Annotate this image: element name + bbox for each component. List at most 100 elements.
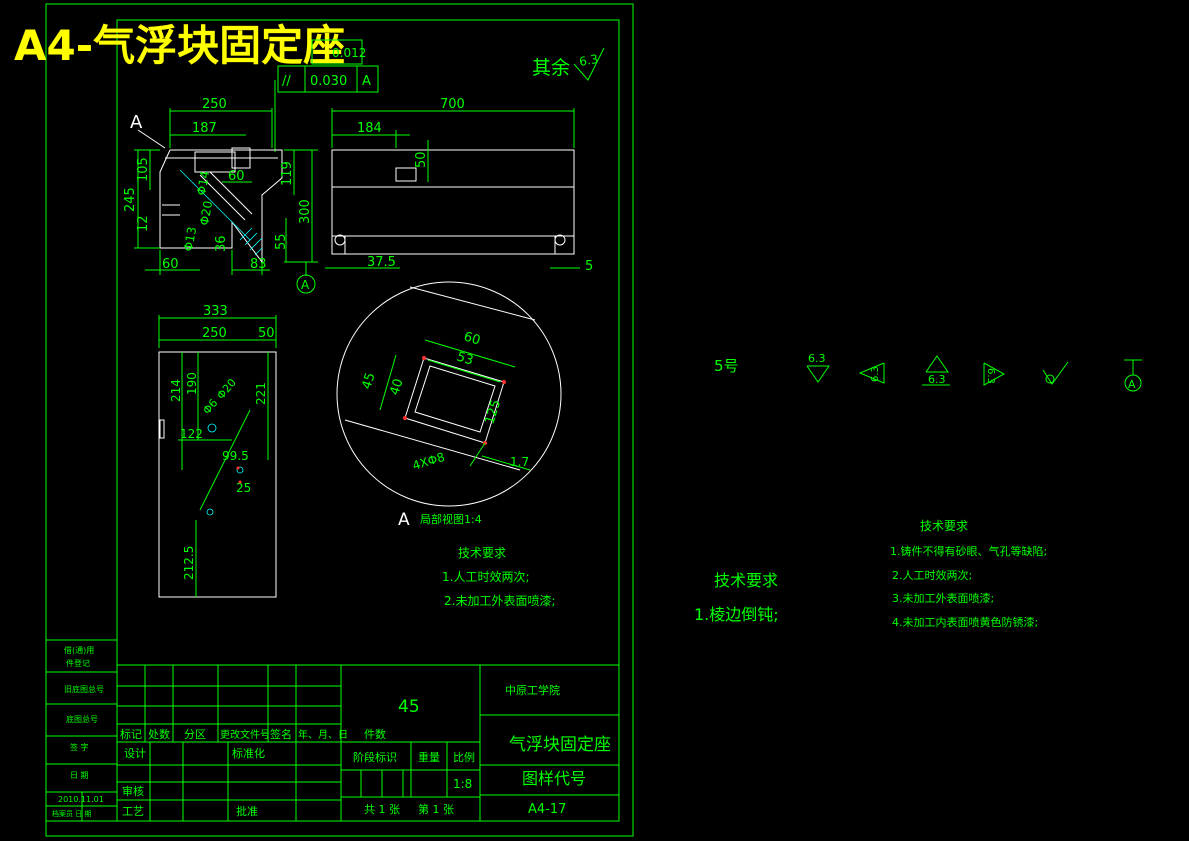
svg-text:12: 12: [136, 215, 151, 232]
svg-text:设计: 设计: [124, 747, 146, 760]
svg-text:局部视图1:4: 局部视图1:4: [420, 512, 482, 526]
svg-text:40: 40: [387, 377, 406, 397]
svg-text:250: 250: [202, 326, 227, 341]
svg-text:119: 119: [280, 161, 295, 186]
svg-text:187: 187: [192, 121, 217, 136]
svg-text:6.3: 6.3: [985, 368, 996, 384]
svg-text:125: 125: [482, 398, 504, 426]
svg-text:221: 221: [254, 382, 268, 405]
svg-text:技术要求: 技术要求: [920, 519, 968, 533]
svg-text:Φ6: Φ6: [200, 397, 220, 417]
svg-text:0.030: 0.030: [310, 74, 347, 89]
roughness-symbol-left: 6.3: [858, 362, 885, 384]
svg-text:重量: 重量: [418, 750, 440, 764]
svg-text:图样代号: 图样代号: [522, 769, 586, 788]
svg-text:50: 50: [414, 151, 429, 168]
svg-text:45: 45: [359, 371, 378, 391]
svg-text:45: 45: [398, 697, 420, 717]
svg-text:更改文件号: 更改文件号: [220, 728, 270, 741]
svg-text://: //: [282, 74, 291, 89]
svg-text:分区: 分区: [184, 728, 206, 741]
svg-text:Φ13: Φ13: [181, 226, 199, 253]
title-block: 45 中原工学院 气浮块固定座 图样代号 A4-17 标记 处数 分区 更改文件…: [117, 664, 619, 821]
svg-text:245: 245: [123, 187, 138, 212]
svg-text:333: 333: [203, 304, 228, 319]
svg-text:184: 184: [357, 121, 382, 136]
svg-text:工艺: 工艺: [122, 805, 144, 818]
tolerance-frame: // 0.030 A 0.012: [274, 39, 379, 152]
roughness-symbol-right: 6.3: [983, 362, 1006, 386]
svg-text:年、月、日: 年、月、日: [298, 728, 348, 741]
svg-text:件登记: 件登记: [66, 658, 90, 668]
svg-text:25: 25: [236, 481, 251, 495]
svg-text:214: 214: [169, 379, 183, 402]
svg-text:5号: 5号: [714, 357, 739, 375]
svg-text:A: A: [1128, 378, 1136, 391]
svg-text:标记: 标记: [120, 727, 142, 741]
top-view: 700 184 50 37.5 5: [325, 97, 593, 274]
svg-text:0.012: 0.012: [332, 46, 366, 60]
svg-text:A: A: [130, 112, 143, 133]
svg-text:36: 36: [214, 235, 229, 252]
svg-text:旧底图总号: 旧底图总号: [64, 684, 104, 694]
svg-text:技术要求: 技术要求: [458, 546, 506, 560]
svg-text:122: 122: [180, 427, 203, 441]
symbol-legend: 5号 6.3 6.3 6.3 6.3 A: [714, 352, 1142, 392]
svg-text:气浮块固定座: 气浮块固定座: [509, 735, 611, 755]
outer-frame: [45, 3, 634, 837]
datum-symbol: A: [1124, 359, 1142, 392]
svg-text:1.铸件不得有砂眼、气孔等缺陷;: 1.铸件不得有砂眼、气孔等缺陷;: [890, 544, 1047, 558]
svg-text:1.人工时效两次;: 1.人工时效两次;: [442, 569, 530, 584]
svg-text:A4-17: A4-17: [528, 802, 566, 817]
detail-view: 60 53 45 40 125 4XΦ8 1.7 A 局部视图1:4: [336, 281, 562, 530]
svg-text:签名: 签名: [270, 727, 292, 741]
front-view: 250 187 245 105 12 119 300 55 60 36 83 6…: [123, 97, 318, 294]
svg-text:签 字: 签 字: [70, 742, 89, 752]
svg-text:1.7: 1.7: [510, 455, 529, 469]
svg-text:日 期: 日 期: [70, 771, 89, 780]
svg-text:其余: 其余: [532, 57, 570, 79]
svg-text:6.3: 6.3: [808, 352, 826, 365]
svg-text:60: 60: [462, 329, 482, 348]
svg-text:1.棱边倒钝;: 1.棱边倒钝;: [694, 605, 779, 624]
svg-text:6.3: 6.3: [578, 52, 599, 69]
svg-text:A: A: [398, 510, 410, 530]
svg-text:2.人工时效两次;: 2.人工时效两次;: [892, 568, 972, 582]
svg-text:第 1 张: 第 1 张: [418, 802, 454, 816]
svg-text:A: A: [362, 74, 371, 89]
svg-text:6.3: 6.3: [928, 373, 946, 386]
surface-roughness-note: 其余 6.3: [532, 47, 605, 81]
svg-text:共 1 张: 共 1 张: [364, 803, 400, 816]
svg-text:55: 55: [274, 233, 289, 250]
left-record-strip: 借(通)用 件登记 旧底图总号 底图总号 签 字 日 期 2010.11.01 …: [46, 639, 117, 822]
tech-requirements-left: 技术要求 1.人工时效两次; 2.未加工外表面喷漆;: [442, 546, 556, 608]
svg-text:比例: 比例: [453, 750, 475, 764]
svg-text:190: 190: [185, 372, 199, 395]
tech-requirements-right-short: 技术要求 1.棱边倒钝;: [694, 571, 779, 624]
sheet-title: A4-气浮块固定座: [14, 21, 345, 70]
svg-text:5: 5: [585, 259, 593, 274]
svg-text:中原工学院: 中原工学院: [505, 683, 560, 697]
svg-text:2.未加工外表面喷漆;: 2.未加工外表面喷漆;: [444, 594, 556, 608]
roughness-symbol-down: 6.3: [806, 352, 830, 383]
svg-text:借(通)用: 借(通)用: [64, 645, 94, 655]
svg-text:60: 60: [228, 169, 245, 184]
roughness-symbol-basic: [1042, 361, 1069, 385]
svg-text:Φ20: Φ20: [214, 376, 239, 402]
svg-text:700: 700: [440, 97, 465, 112]
tech-requirements-right: 技术要求 1.铸件不得有砂眼、气孔等缺陷; 2.人工时效两次; 3.未加工外表面…: [890, 519, 1047, 629]
svg-text:审核: 审核: [122, 784, 144, 798]
svg-text:4.未加工内表面喷黄色防锈漆;: 4.未加工内表面喷黄色防锈漆;: [892, 615, 1038, 629]
svg-text:处数: 处数: [148, 728, 170, 741]
svg-text:A: A: [301, 278, 310, 292]
svg-text:技术要求: 技术要求: [714, 571, 778, 590]
side-view: 333 250 50 214 190 221 122 99.5 25 Φ6 Φ2…: [158, 304, 277, 598]
svg-text:阶段标识: 阶段标识: [353, 750, 397, 764]
svg-text:2010.11.01: 2010.11.01: [58, 795, 104, 804]
svg-text:3.未加工外表面喷漆;: 3.未加工外表面喷漆;: [892, 591, 994, 605]
svg-text:83: 83: [250, 257, 267, 272]
svg-text:300: 300: [298, 199, 313, 224]
svg-text:4XΦ8: 4XΦ8: [411, 450, 447, 473]
svg-text:Φ14: Φ14: [194, 170, 212, 197]
